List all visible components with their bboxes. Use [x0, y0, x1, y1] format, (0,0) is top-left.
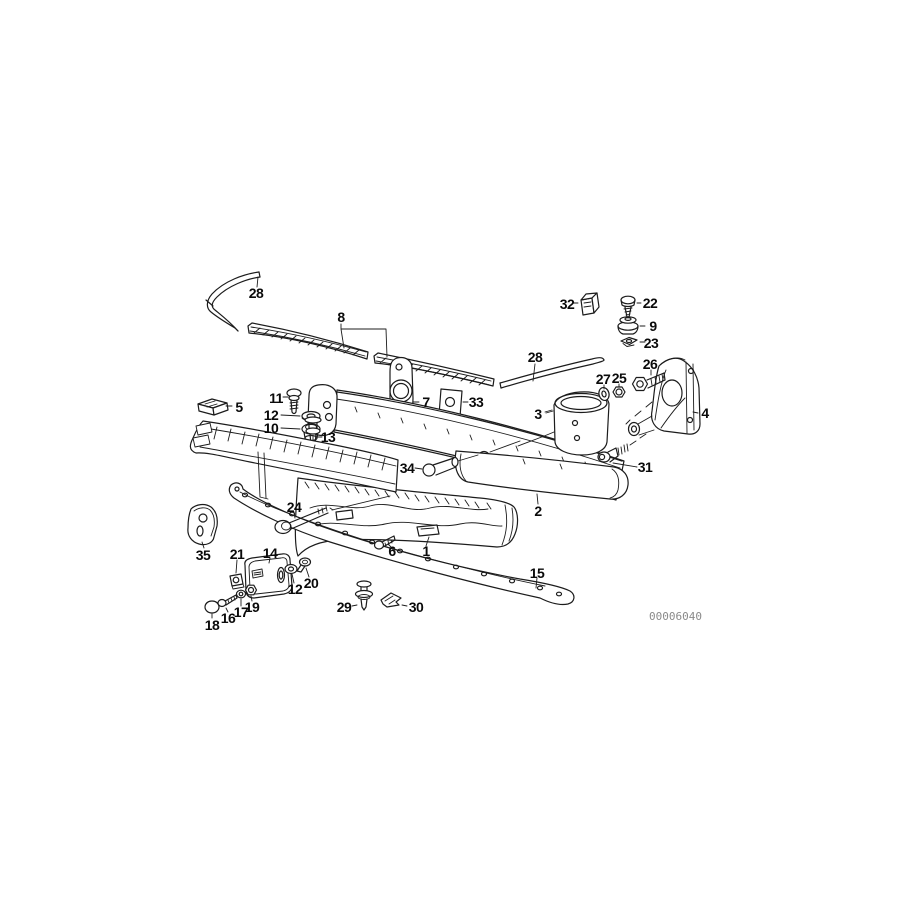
screw-16-icon	[217, 594, 238, 613]
nut-25-icon	[612, 383, 626, 398]
washer-17-icon	[235, 589, 247, 607]
nut-19-icon	[244, 584, 258, 602]
part-2-bumper-trim	[454, 450, 629, 505]
bolt-26-icon	[631, 369, 666, 392]
screw-11-icon	[282, 388, 302, 415]
part-4-corner-bracket	[625, 357, 701, 446]
part-3-sleeve	[517, 391, 610, 456]
leader-lines-8-28	[256, 276, 536, 382]
bolt-31-icon	[597, 443, 638, 468]
part-8-grille-strips	[247, 322, 495, 387]
part-28-left-rubbing-strip	[205, 271, 261, 332]
part-1-plate	[416, 524, 440, 547]
screw-6-icon	[373, 535, 396, 550]
front-apron	[294, 477, 519, 557]
cap-18-icon	[204, 600, 220, 619]
part-35-bracket	[187, 503, 218, 549]
screw-22-icon	[620, 295, 642, 318]
bushing-9-icon	[617, 316, 646, 335]
clip-30-icon	[380, 592, 408, 608]
part-28-right-rubbing-strip	[499, 357, 605, 389]
drawing-number-watermark: 00006040	[649, 610, 702, 623]
rivet-29-icon	[351, 580, 374, 611]
nut-21-icon	[229, 559, 245, 590]
pin-34-icon	[414, 440, 521, 477]
misc-leader-lines	[545, 410, 554, 414]
clip-5-icon	[197, 398, 233, 416]
energy-absorber	[189, 420, 399, 500]
clip-23-icon	[620, 336, 646, 347]
washer-12-lower-icon	[284, 563, 298, 584]
part-14-cover-box	[244, 553, 293, 599]
clip-32-icon	[572, 292, 600, 316]
screw-20-icon	[296, 557, 312, 578]
bolt-24-icon	[274, 495, 391, 535]
washer-27-icon	[598, 384, 610, 402]
